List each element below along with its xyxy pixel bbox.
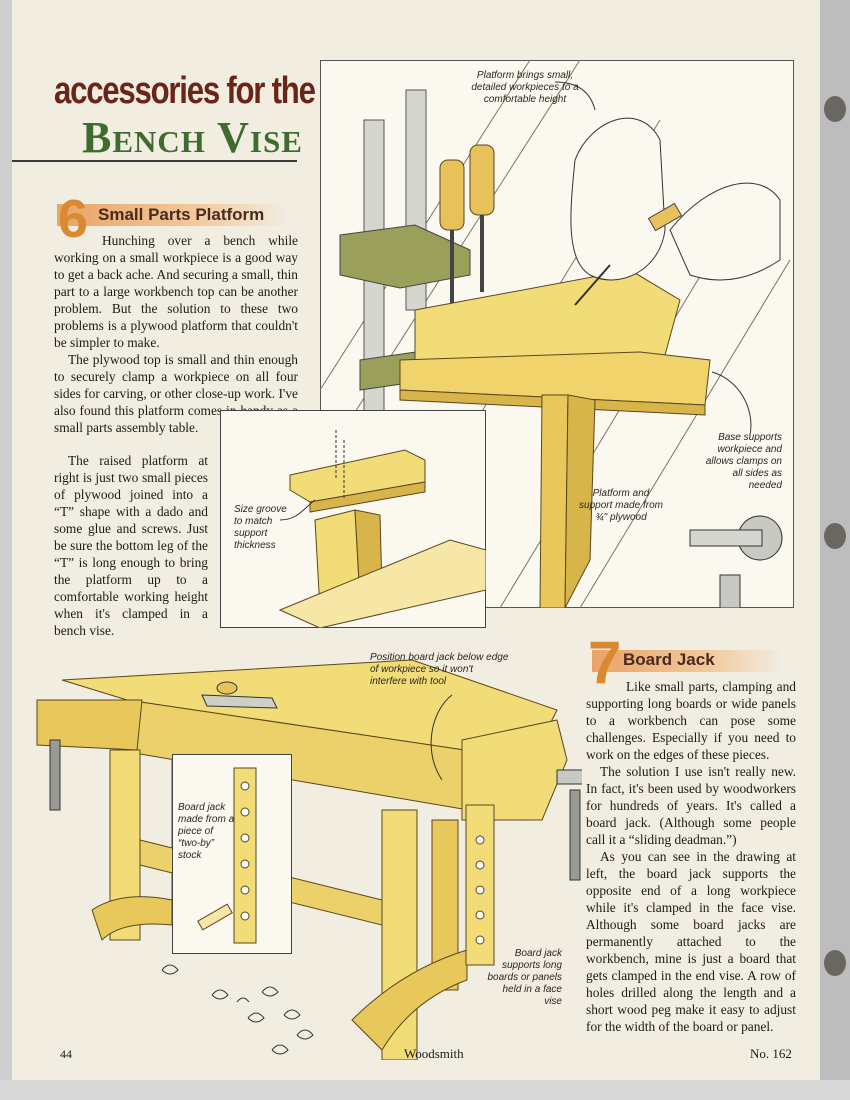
section7-heading-bar <box>592 650 782 672</box>
section7-paragraph-1: Like small parts, clamping and supportin… <box>586 679 796 762</box>
section7-body: Like small parts, clamping and supportin… <box>586 678 796 1035</box>
callout-position-jack: Position board jack below edge of workpi… <box>370 652 509 687</box>
callout-jack-supports: Board jack supports long boards or panel… <box>487 948 563 1007</box>
callout-platform-brings: Platform brings small, detailed workpiec… <box>471 70 579 105</box>
section7-paragraph-2: The solution I use isn't really new. In … <box>586 764 796 847</box>
binder-hole-top <box>824 96 846 122</box>
binder-hole-middle <box>824 523 846 549</box>
section7-paragraph-3: As you can see in the drawing at left, t… <box>586 849 796 1034</box>
section6-paragraph-1: Hunching over a bench while working on a… <box>54 233 298 350</box>
callout-size-groove: Size groove to match support thickness <box>234 504 287 551</box>
board-jack-inset-frame <box>172 754 292 954</box>
section6-heading: Small Parts Platform <box>98 205 265 224</box>
section6-body-bottom: The raised platform at right is just two… <box>54 452 208 639</box>
issue-number: No. 162 <box>750 1046 792 1061</box>
platform-illustration <box>320 60 791 608</box>
scan-bottom-edge <box>0 1080 850 1100</box>
workbench-illustration <box>36 659 582 1060</box>
section6-paragraph-3: The raised platform at right is just two… <box>54 453 208 638</box>
title-rule <box>12 160 297 162</box>
binder-hole-bottom <box>824 950 846 976</box>
section6-heading-bar <box>57 204 287 226</box>
callout-base-supports: Base supports workpiece and allows clamp… <box>705 432 782 491</box>
magazine-page: accessories for the Bench Vise 6 Small P… <box>12 0 820 1080</box>
section7-heading: Board Jack <box>623 650 715 669</box>
groove-inset-drawing <box>278 430 486 628</box>
title-line-1: accessories for the <box>54 70 316 112</box>
section6-body-top: Hunching over a bench while working on a… <box>54 232 298 436</box>
title-line-2: Bench Vise <box>82 113 303 162</box>
board-jack-inset-drawing <box>197 767 257 944</box>
callout-platform-support: Platform and support made from ¾" plywoo… <box>579 488 663 523</box>
page-number: 44 <box>60 1047 72 1061</box>
section7-number: 7 <box>588 629 622 696</box>
section6-number: 6 <box>58 189 89 249</box>
callout-jack-made: Board jack made from a piece of “two-by”… <box>178 802 235 861</box>
binding-edge <box>820 0 850 1100</box>
magazine-name: Woodsmith <box>404 1046 464 1061</box>
